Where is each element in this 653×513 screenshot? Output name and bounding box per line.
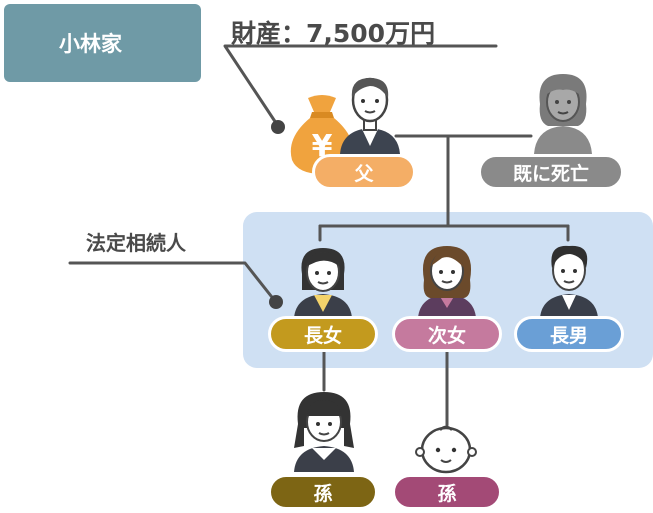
grandchild-2-label-pill: 孫	[392, 474, 502, 510]
assets-pointer-line	[223, 44, 498, 128]
eldest-daughter-label-pill: 長女	[268, 316, 378, 352]
grandchild-1-label-pill: 孫	[268, 474, 378, 510]
grandchild-2-label: 孫	[437, 482, 457, 505]
second-daughter-icon	[418, 246, 476, 318]
eldest-daughter-label: 長女	[303, 324, 342, 347]
eldest-daughter-icon	[294, 248, 352, 318]
eldest-son-icon	[540, 245, 598, 318]
grandchild-1-icon	[294, 392, 354, 472]
father-label-pill: 父	[312, 154, 416, 190]
mother-label-pill: 既に死亡	[478, 154, 624, 190]
eldest-son-label-pill: 長男	[514, 316, 624, 352]
grandchild-1-label: 孫	[313, 482, 333, 505]
second-daughter-label: 次女	[427, 324, 466, 347]
father-label: 父	[354, 162, 374, 185]
family-name-tag: 小林家	[4, 4, 201, 82]
heirs-pointer-line	[68, 261, 277, 303]
father-icon	[340, 77, 400, 154]
eldest-son-label: 長男	[549, 324, 588, 347]
assets-heading: 財産：7,500万円	[231, 19, 436, 48]
mother-icon	[534, 74, 592, 154]
second-daughter-label-pill: 次女	[392, 316, 502, 352]
grandchild-2-icon	[415, 425, 477, 474]
mother-label: 既に死亡	[512, 162, 589, 185]
family-name: 小林家	[59, 32, 122, 56]
legal-heirs-label: 法定相続人	[86, 231, 186, 255]
